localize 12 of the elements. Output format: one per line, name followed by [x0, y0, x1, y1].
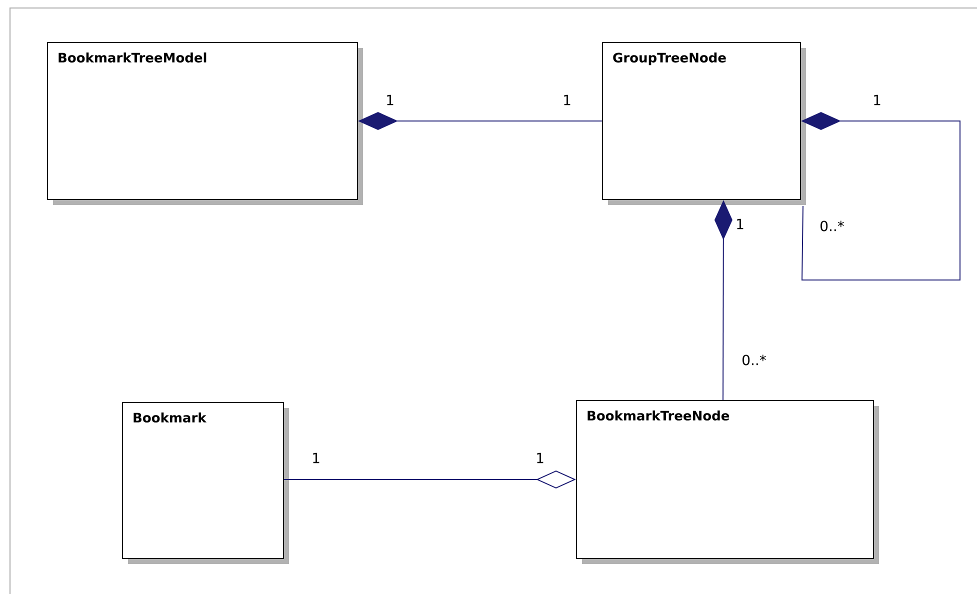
class-box: GroupTreeNode [602, 42, 806, 205]
multiplicity-label: 0..* [820, 220, 844, 232]
multiplicity-label: 1 [313, 452, 320, 464]
class-box: Bookmark [122, 402, 289, 564]
multiplicity-label: 1 [874, 94, 880, 106]
multiplicity-label: 1 [537, 452, 544, 464]
class-box: BookmarkTreeModel [47, 42, 363, 205]
multiplicity-label: 1 [737, 218, 744, 230]
multiplicity-label: 1 [387, 94, 394, 106]
multiplicity-label: 0..* [742, 354, 766, 366]
multiplicity-label: 1 [564, 94, 570, 106]
class-box: BookmarkTreeNode [576, 400, 879, 564]
